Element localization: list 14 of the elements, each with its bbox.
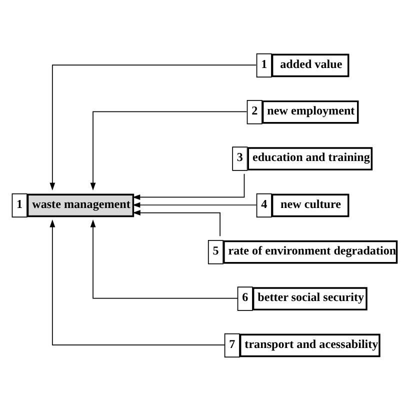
node-label: new employment xyxy=(267,102,355,117)
node-label: better social security xyxy=(258,290,364,304)
node-label: added value xyxy=(280,56,342,70)
node-text: 2 xyxy=(252,102,258,117)
node-text: 4 xyxy=(261,196,268,210)
node-text: 3 xyxy=(236,150,243,164)
node-text: 1 xyxy=(261,56,268,70)
node-label: transport and acessability xyxy=(244,336,378,350)
node-label: new culture xyxy=(280,196,342,210)
node-text: 5 xyxy=(212,242,219,257)
node-label: education and training xyxy=(252,150,370,164)
node-label: rate of environment degradation xyxy=(228,242,396,257)
node-text: 6 xyxy=(242,290,248,304)
node-text: 7 xyxy=(229,336,236,350)
